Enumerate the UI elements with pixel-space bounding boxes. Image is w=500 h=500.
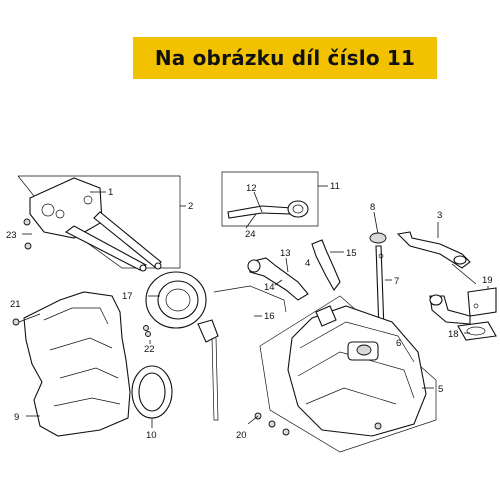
callout-14: 14 <box>264 282 275 293</box>
sealing-ring-group <box>131 365 173 428</box>
callout-19: 19 <box>482 275 493 286</box>
callout-17: 17 <box>122 291 133 302</box>
callout-18: 18 <box>448 329 459 340</box>
callout-labels: 1 2 3 4 5 6 7 8 9 10 11 12 13 14 15 16 1… <box>6 181 493 441</box>
callout-11: 11 <box>330 181 340 192</box>
callout-21: 21 <box>10 299 21 310</box>
side-cover-group <box>12 291 131 437</box>
callout-16: 16 <box>264 311 275 322</box>
callout-13: 13 <box>280 248 291 259</box>
fuel-sender-group <box>429 286 497 341</box>
callout-15: 15 <box>346 248 357 259</box>
callout-10: 10 <box>146 430 157 441</box>
filler-cap-ring-group <box>143 271 287 421</box>
callout-20: 20 <box>236 430 247 441</box>
callout-3: 3 <box>437 210 442 221</box>
callout-8: 8 <box>370 202 375 213</box>
callout-1: 1 <box>108 187 113 198</box>
filler-hose-group <box>247 239 344 301</box>
callout-7: 7 <box>394 276 399 287</box>
part-number-banner: Na obrázku díl číslo 11 <box>133 37 437 79</box>
callout-2: 2 <box>188 201 193 212</box>
callout-9: 9 <box>14 412 19 423</box>
callout-22: 22 <box>144 344 155 355</box>
callout-12: 12 <box>246 183 257 194</box>
callout-24: 24 <box>245 229 256 240</box>
banner-text: Na obrázku díl číslo 11 <box>154 46 416 70</box>
callout-6: 6 <box>396 338 401 349</box>
callout-4: 4 <box>305 258 310 269</box>
fuel-tank-group <box>247 295 437 453</box>
part-11-cap-group <box>221 171 328 229</box>
fuel-tank-bracket-group <box>17 175 186 272</box>
breather-hose-group <box>396 222 477 285</box>
callout-23: 23 <box>6 230 17 241</box>
callout-5: 5 <box>438 384 443 395</box>
